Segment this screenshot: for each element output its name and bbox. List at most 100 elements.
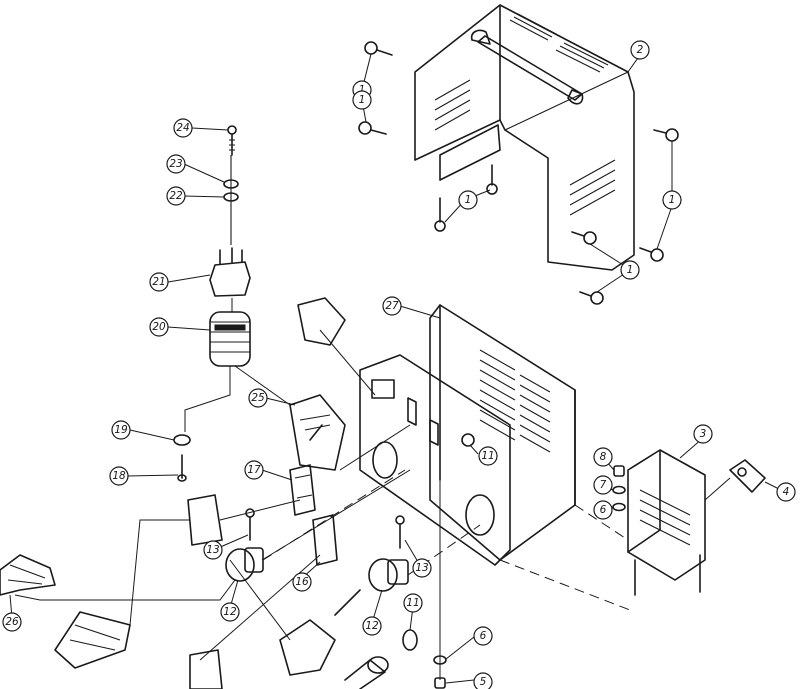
callout-circle — [630, 40, 650, 60]
callout-label: 1 — [359, 94, 366, 106]
fuse-holder-12b — [368, 558, 409, 592]
callout-label: 12 — [223, 606, 237, 618]
clamp-upper — [0, 554, 56, 596]
callout-circle — [173, 118, 193, 138]
callout-label: 5 — [480, 676, 487, 688]
part-callout: 13 — [412, 558, 432, 578]
callout-label: 25 — [251, 392, 265, 404]
part-callout: 7 — [593, 475, 613, 495]
callout-label: 16 — [295, 576, 309, 588]
bracket-top — [297, 297, 346, 346]
power-plug — [279, 589, 361, 676]
callout-label: 27 — [385, 300, 399, 312]
screws-top-left — [358, 41, 393, 135]
bolt-24 — [227, 125, 237, 156]
callout-circle — [412, 558, 432, 578]
part-callout: 22 — [166, 186, 186, 206]
plug-21 — [209, 247, 251, 297]
callout-label: 20 — [152, 321, 166, 333]
callout-circle — [693, 424, 713, 444]
part-callout: 25 — [248, 388, 268, 408]
callout-circle — [776, 482, 796, 502]
callout-circle — [362, 616, 382, 636]
callout-circle — [403, 593, 423, 613]
part-callout: 26 — [2, 612, 22, 632]
part-callout: 6 — [473, 626, 493, 646]
callout-label: 6 — [480, 630, 487, 642]
callout-label: 11 — [406, 597, 419, 609]
part-callout: 1 — [458, 190, 478, 210]
callout-circle — [593, 500, 613, 520]
callout-circle — [473, 672, 493, 689]
part-callout: 1 — [352, 90, 372, 110]
callout-label: 13 — [415, 562, 428, 574]
callout-label: 24 — [176, 122, 189, 134]
part-callout: 23 — [166, 154, 186, 174]
callout-label: 21 — [152, 276, 165, 288]
callout-circle — [662, 190, 682, 210]
callout-circle — [458, 190, 478, 210]
part-callout: 3 — [693, 424, 713, 444]
callout-circle — [248, 388, 268, 408]
bottom-knob — [344, 656, 389, 689]
callout-circle — [244, 460, 264, 480]
part-callout: 13 — [203, 540, 223, 560]
part-callout: 17 — [244, 460, 264, 480]
callout-label: 7 — [600, 479, 607, 491]
part-callout: 8 — [593, 447, 613, 467]
part-callout: 6 — [593, 500, 613, 520]
part-callout: 20 — [149, 317, 169, 337]
callout-circle — [109, 466, 129, 486]
screws-bottom — [434, 164, 498, 232]
part-callout: 18 — [109, 466, 129, 486]
part-callout: 16 — [292, 572, 312, 592]
callout-label: 19 — [114, 424, 128, 436]
part-callout: 11 — [478, 446, 498, 466]
callout-label: 6 — [600, 504, 607, 516]
callout-circle — [620, 260, 640, 280]
part-callout: 2 — [630, 40, 650, 60]
inner-panel — [359, 354, 511, 566]
callout-label: 23 — [169, 158, 182, 170]
top-cover — [414, 4, 635, 271]
part-callout: 12 — [220, 602, 240, 622]
callout-circle — [203, 540, 223, 560]
bottom-box — [189, 649, 223, 689]
coil-20 — [209, 311, 251, 367]
callout-circle — [352, 90, 372, 110]
callout-circle — [478, 446, 498, 466]
callout-circle — [149, 317, 169, 337]
thermal-breaker — [729, 459, 766, 493]
part-callout: 1 — [662, 190, 682, 210]
bottom-washer-11 — [402, 629, 418, 651]
callout-label: 3 — [700, 428, 707, 440]
part-callout: 4 — [776, 482, 796, 502]
callout-label: 13 — [206, 544, 219, 556]
callout-circle — [473, 626, 493, 646]
nut-washer-stack — [612, 465, 626, 512]
part-callout: 11 — [403, 593, 423, 613]
callout-label: 11 — [481, 450, 494, 462]
callout-label: 17 — [247, 464, 261, 476]
front-case — [429, 304, 576, 561]
fuse-holder-12a — [225, 547, 264, 582]
screw-13b — [395, 515, 405, 549]
callout-label: 18 — [112, 470, 126, 482]
callout-circle — [220, 602, 240, 622]
callout-label: 8 — [600, 451, 607, 463]
callout-label: 1 — [359, 84, 366, 96]
screw-18 — [177, 454, 187, 482]
part-callout: 24 — [173, 118, 193, 138]
callout-circle — [382, 296, 402, 316]
callout-label: 1 — [465, 194, 472, 206]
callout-label: 1 — [627, 264, 634, 276]
transformer — [627, 449, 706, 596]
callout-label: 2 — [637, 44, 644, 56]
callout-circle — [593, 447, 613, 467]
callout-circle — [166, 154, 186, 174]
part-callout: 5 — [473, 672, 493, 689]
part-callout: 1 — [620, 260, 640, 280]
callout-circle — [2, 612, 22, 632]
